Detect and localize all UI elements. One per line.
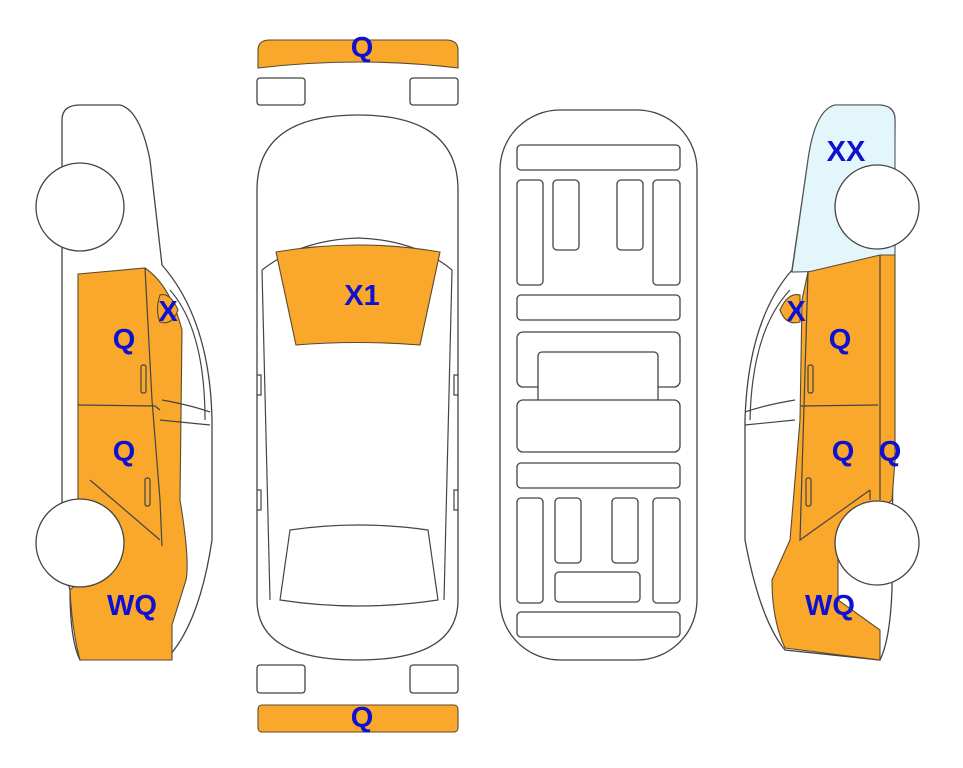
label-right-mirror: X bbox=[786, 296, 806, 328]
label-right-fender-glass: XX bbox=[827, 136, 866, 168]
side-mirrors bbox=[257, 374, 458, 511]
right-front-wheel bbox=[834, 164, 920, 250]
label-rear-bumper: Q bbox=[351, 702, 374, 734]
car-body-top bbox=[256, 114, 459, 661]
headlight-right bbox=[409, 77, 459, 106]
label-right-front-door: Q bbox=[829, 324, 852, 356]
right-rear-wheel bbox=[834, 500, 920, 586]
label-left-mirror: X bbox=[158, 296, 178, 328]
label-front-bumper: Q bbox=[351, 32, 374, 64]
label-left-rear-door: Q bbox=[113, 436, 136, 468]
front-bumper[interactable] bbox=[257, 39, 459, 69]
right-side-view: XX X Q Q Q WQ bbox=[744, 104, 920, 661]
rear-bumper[interactable] bbox=[257, 704, 459, 733]
taillight-left bbox=[256, 664, 306, 694]
underside-view bbox=[499, 109, 698, 661]
label-windshield: X1 bbox=[344, 280, 379, 312]
label-left-front-door: Q bbox=[113, 324, 136, 356]
left-mirror[interactable] bbox=[156, 294, 179, 324]
left-front-wheel bbox=[35, 162, 125, 252]
rear-window bbox=[279, 524, 439, 607]
right-mirror[interactable] bbox=[779, 294, 801, 324]
left-side-view: X Q Q WQ bbox=[35, 104, 213, 661]
taillight-right bbox=[409, 664, 459, 694]
top-view: Q X1 Q bbox=[256, 32, 459, 734]
windshield[interactable] bbox=[275, 244, 441, 346]
label-right-rocker: Q bbox=[879, 436, 902, 468]
label-left-rear-quarter: WQ bbox=[107, 590, 157, 622]
label-right-rear-door: Q bbox=[832, 436, 855, 468]
label-right-rear-quarter: WQ bbox=[805, 590, 855, 622]
left-rear-wheel bbox=[35, 498, 125, 588]
headlight-left bbox=[256, 77, 306, 106]
